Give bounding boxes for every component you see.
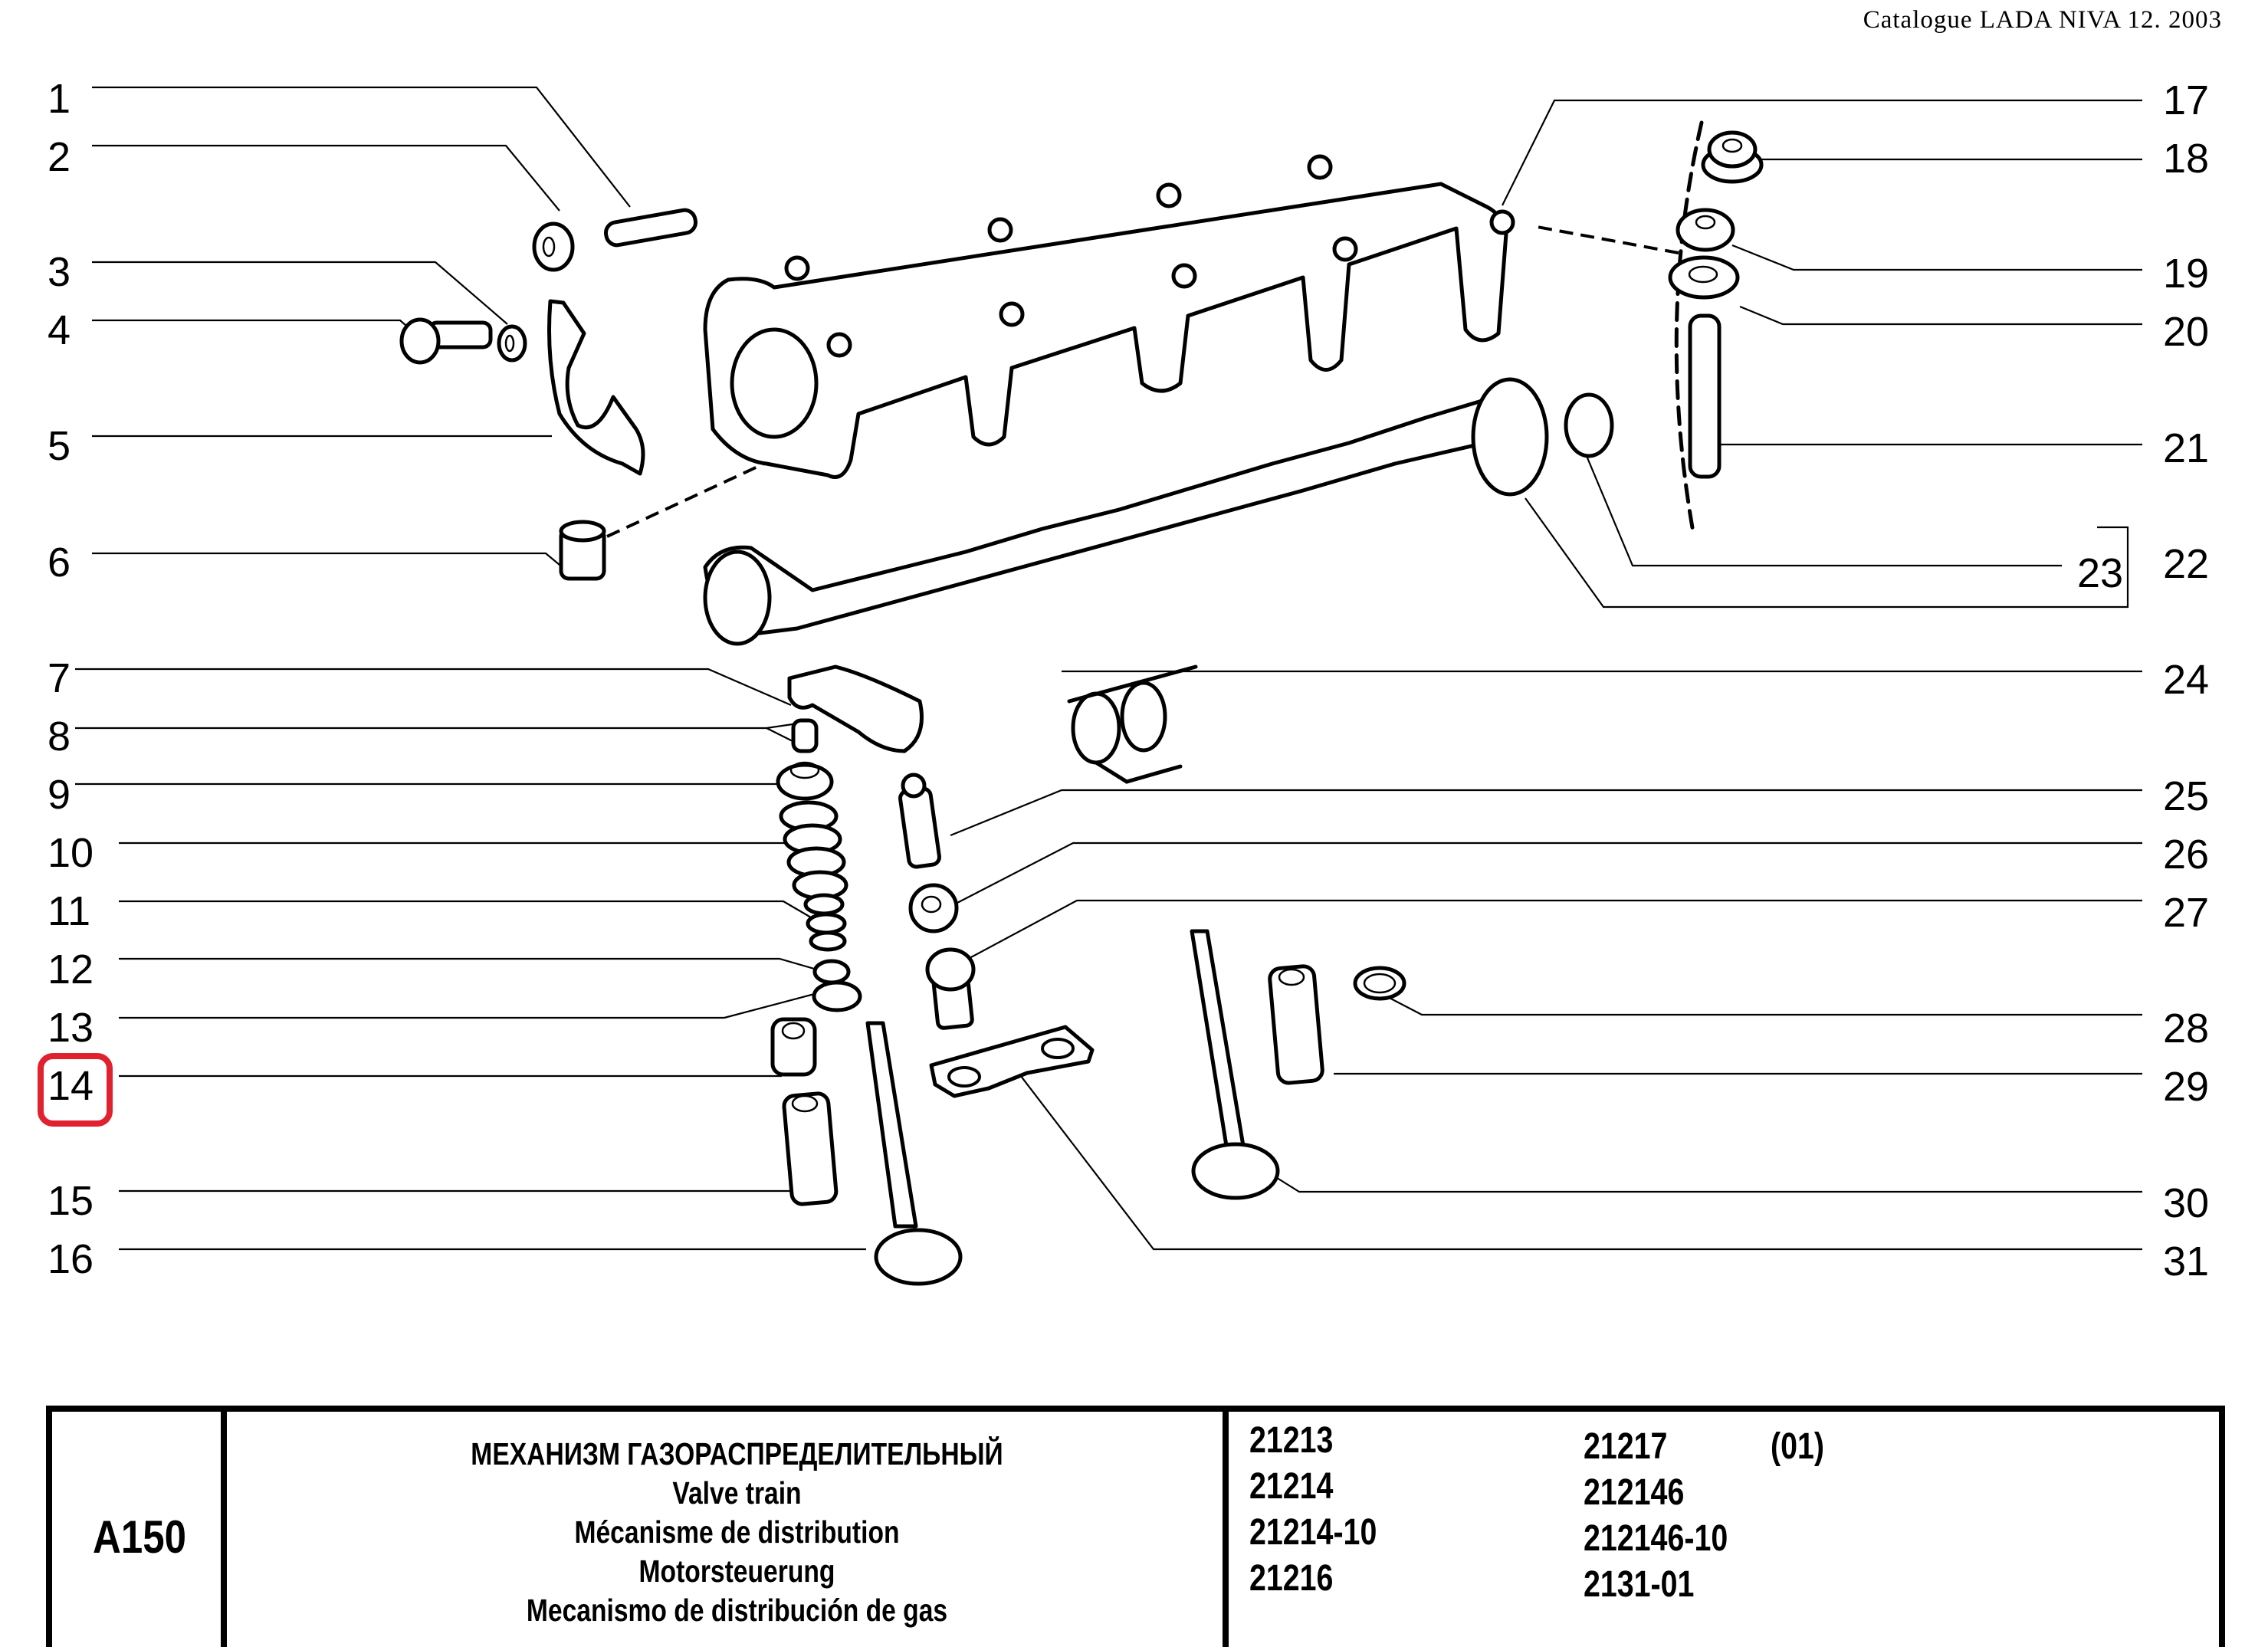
callout-2[interactable]: 2 (48, 134, 71, 180)
title-block: A150 МЕХАНИЗМ ГАЗОРАСПРЕДЕЛИТЕЛЬНЫЙ Valv… (46, 1406, 2225, 1647)
part-18-flange-nut (1701, 130, 1764, 184)
title-block-right-border (2219, 1412, 2225, 1647)
title-ru: МЕХАНИЗМ ГАЗОРАСПРЕДЕЛИТЕЛЬНЫЙ (471, 1436, 1003, 1471)
part-20-washer (1668, 255, 1740, 300)
callout-13[interactable]: 13 (48, 1005, 94, 1051)
callout-11[interactable]: 11 (48, 888, 90, 934)
callouts-left: 1 2 3 4 5 6 7 8 9 10 11 12 13 14 15 16 (48, 76, 94, 1282)
part-7-rocker-arm (787, 664, 924, 753)
dashed-boundary (1674, 120, 1704, 539)
callout-18[interactable]: 18 (2163, 136, 2209, 182)
callout-20[interactable]: 20 (2163, 309, 2209, 355)
title-en: Valve train (672, 1475, 802, 1511)
models-col-1: 21213 21214 21214-10 21216 (1249, 1418, 1405, 1602)
callout-23[interactable]: 23 (2077, 550, 2123, 596)
part-30-valve (1190, 929, 1280, 1200)
models-col-2: 21217 212146 212146-10 2131-01 (1584, 1424, 1760, 1608)
part-25-adjusting-bolt (898, 773, 941, 869)
part-2-nut (532, 221, 575, 272)
part-10-11-valve-springs (779, 800, 848, 952)
part-3-washer (497, 324, 527, 363)
model-21217: 21217 (1584, 1426, 1668, 1467)
highlight-box-14 (38, 1053, 113, 1127)
callout-7[interactable]: 7 (48, 655, 71, 701)
title-fr: Mécanisme de distribution (574, 1514, 900, 1550)
part-16-valve (865, 1021, 963, 1286)
callout-30[interactable]: 30 (2163, 1180, 2209, 1226)
callout-14[interactable]: 14 (48, 1063, 94, 1109)
callout-10[interactable]: 10 (48, 830, 94, 876)
part-28-retaining-ring (1353, 966, 1406, 1001)
callout-5[interactable]: 5 (48, 423, 71, 469)
title-es: Mecanismo de distribución de gas (526, 1593, 948, 1628)
part-22-camshaft (703, 377, 1549, 646)
part-5-bracket (547, 299, 645, 476)
part-14-valve-stem-seal (770, 1017, 817, 1077)
part-15-valve-guide (782, 1091, 839, 1206)
catalogue-header: Catalogue LADA NIVA 12. 2003 (1863, 6, 2222, 34)
callout-6[interactable]: 6 (48, 540, 71, 586)
part-23-plug (1564, 392, 1614, 458)
callout-9[interactable]: 9 (48, 772, 71, 818)
part-1-stud (604, 208, 697, 248)
title-block-divider-1 (221, 1412, 227, 1647)
part-9-retainer (776, 761, 834, 801)
part-6-bushing (559, 520, 606, 581)
callouts-right: 17 18 19 20 21 22 23 24 25 26 27 28 29 3… (2077, 77, 2209, 1284)
model-212146-10: 212146-10 (1584, 1518, 1728, 1559)
callout-15[interactable]: 15 (48, 1178, 94, 1224)
part-12-spring-washer (812, 959, 851, 985)
callout-8[interactable]: 8 (48, 714, 71, 760)
model-21216: 21216 (1249, 1558, 1334, 1599)
callout-27[interactable]: 27 (2163, 890, 2209, 936)
callout-16[interactable]: 16 (48, 1236, 94, 1282)
part-26-lock-nut (908, 883, 959, 933)
part-29-valve-guide (1268, 964, 1324, 1085)
title-de: Motorsteuerung (638, 1553, 835, 1589)
callout-31[interactable]: 31 (2163, 1239, 2209, 1284)
section-code: A150 (93, 1511, 186, 1563)
model-21213: 21213 (1249, 1420, 1334, 1461)
callout-4[interactable]: 4 (48, 307, 71, 353)
title-block-left-border (46, 1412, 52, 1647)
leader-lines-right (950, 99, 2142, 1251)
section-titles: МЕХАНИЗМ ГАЗОРАСПРЕДЕЛИТЕЛЬНЫЙ Valve tra… (227, 1435, 1247, 1630)
assembly-arrow-18 (1532, 225, 1679, 254)
part-8-keepers (791, 718, 819, 753)
part-17-camshaft-housing (703, 154, 1515, 479)
exploded-diagram: 1 2 3 4 5 6 7 8 9 10 11 12 13 14 15 16 1… (38, 76, 2209, 1286)
callout-22[interactable]: 22 (2163, 541, 2209, 587)
callout-25[interactable]: 25 (2163, 773, 2209, 819)
part-27-adjusting-bushing (925, 947, 976, 1030)
callout-24[interactable]: 24 (2163, 657, 2209, 703)
callout-19[interactable]: 19 (2163, 251, 2209, 297)
model-212146: 212146 (1584, 1472, 1685, 1513)
callout-21[interactable]: 21 (2163, 425, 2209, 471)
callout-12[interactable]: 12 (48, 947, 94, 992)
callout-3[interactable]: 3 (48, 249, 71, 295)
callout-29[interactable]: 29 (2163, 1064, 2209, 1110)
leader-lines-left (75, 86, 866, 1251)
part-21-stud (1688, 313, 1722, 479)
part-24-rocker-spring (1067, 664, 1198, 784)
part-19-nut (1676, 208, 1735, 252)
callout-28[interactable]: 28 (2163, 1006, 2209, 1052)
part-4-bolt (399, 317, 493, 365)
part-31-spring-plate (929, 1025, 1095, 1098)
callout-17[interactable]: 17 (2163, 77, 2209, 123)
model-21214-10: 21214-10 (1249, 1512, 1377, 1553)
callout-1[interactable]: 1 (48, 76, 71, 122)
callout-26[interactable]: 26 (2163, 832, 2209, 878)
part-13-spring-seat (812, 980, 862, 1012)
model-note: (01) (1771, 1426, 1824, 1467)
model-2131-01: 2131-01 (1584, 1564, 1695, 1605)
model-21214: 21214 (1249, 1466, 1334, 1507)
title-block-divider-2 (1223, 1412, 1229, 1647)
